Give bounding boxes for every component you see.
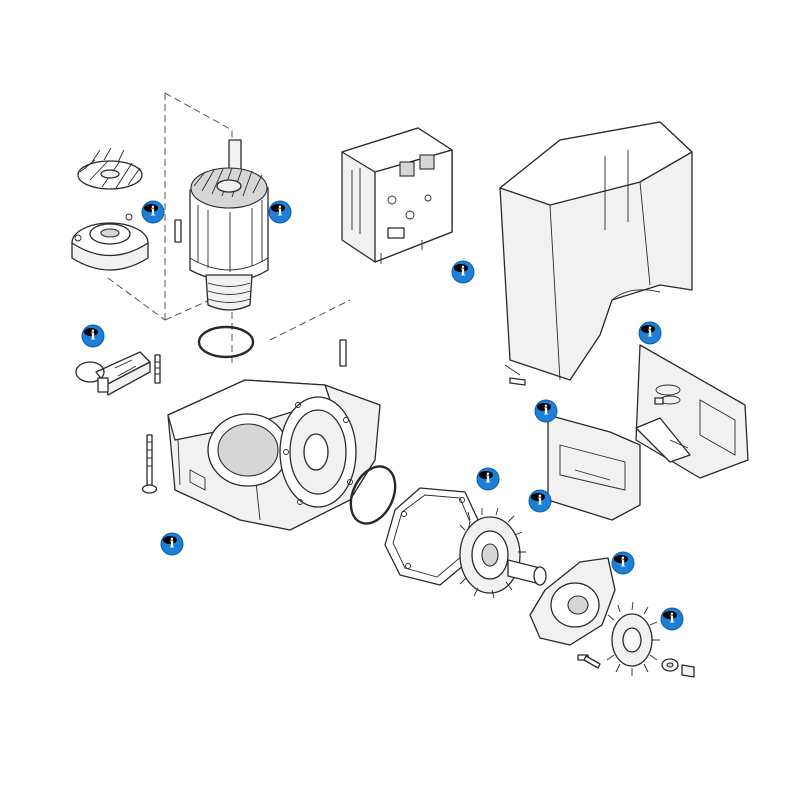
info-hotspot-motor[interactable]: i	[268, 200, 292, 224]
gearbox-o-ring	[349, 465, 397, 525]
svg-text:i: i	[538, 494, 543, 509]
svg-text:i: i	[670, 612, 675, 627]
release-lever	[75, 351, 151, 396]
svg-text:i: i	[461, 265, 466, 280]
svg-text:i: i	[544, 404, 549, 419]
info-hotspot-gearbox-housing[interactable]: i	[160, 532, 184, 556]
limit-bracket	[547, 414, 641, 521]
control-board	[341, 127, 453, 264]
drive-pinion	[606, 601, 695, 678]
info-hotspot-gasket[interactable]: i	[476, 467, 500, 491]
svg-text:i: i	[486, 472, 491, 487]
svg-text:i: i	[91, 329, 96, 344]
cover	[499, 121, 693, 386]
info-hotspot-wiring-accessories[interactable]: i	[638, 321, 662, 345]
info-hotspot-cover[interactable]: i	[451, 260, 475, 284]
info-hotspot-drive-pinion[interactable]: i	[660, 607, 684, 631]
svg-text:i: i	[278, 205, 283, 220]
info-hotspot-brake-fan[interactable]: i	[141, 200, 165, 224]
long-screw-short	[154, 354, 161, 384]
brake-fan-assembly	[71, 147, 149, 271]
wiring-accessories	[635, 344, 749, 479]
info-hotspot-limit-bracket[interactable]: i	[534, 399, 558, 423]
motor	[174, 139, 269, 311]
o-ring	[197, 325, 255, 359]
info-hotspot-release-lever[interactable]: i	[81, 324, 105, 348]
svg-text:i: i	[621, 556, 626, 571]
info-hotspot-gear-shaft[interactable]: i	[528, 489, 552, 513]
svg-text:i: i	[151, 205, 156, 220]
svg-text:i: i	[170, 537, 175, 552]
svg-text:i: i	[648, 326, 653, 341]
long-screw	[141, 434, 158, 494]
gearbox-housing	[167, 339, 381, 531]
gearbox-lid	[529, 557, 616, 669]
gear-shaft	[459, 507, 547, 599]
info-hotspot-gearbox-lid[interactable]: i	[611, 551, 635, 575]
